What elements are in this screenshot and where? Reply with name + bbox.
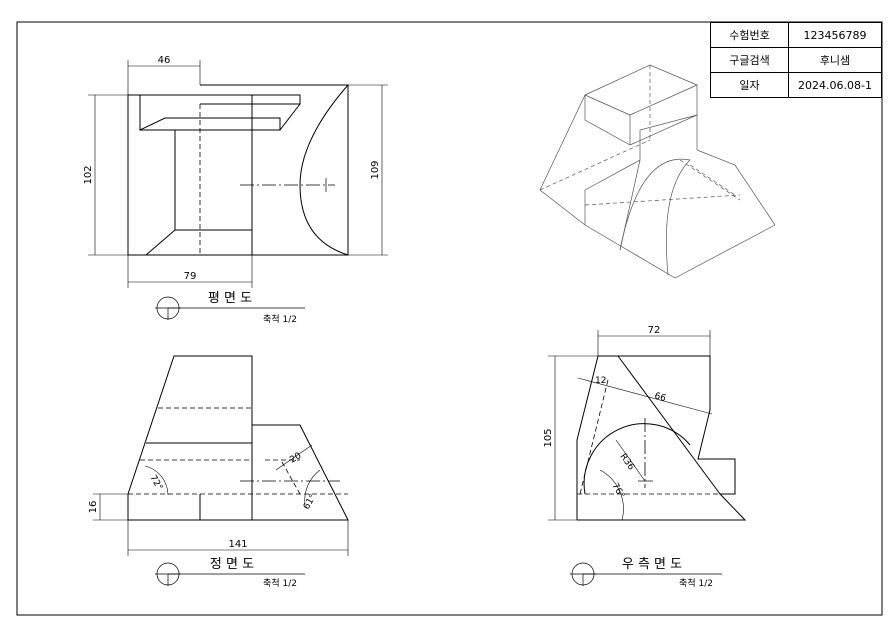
side-hidden-2: [579, 379, 609, 495]
plan-scale: 축척 1/2: [263, 314, 297, 325]
exam-number-label: 수험번호: [710, 22, 789, 48]
iso-top-edge-2: [584, 94, 631, 116]
plan-dim-102-text: 102: [83, 165, 94, 184]
title-block-row: 수험번호 123456789: [710, 22, 882, 48]
front-dim-16-text: 16: [88, 501, 99, 514]
iso-arch: [619, 158, 691, 276]
date-label: 일자: [710, 72, 789, 98]
iso-front-face: [584, 114, 698, 191]
side-outline: [576, 355, 747, 521]
front-dim-20-line: [275, 444, 313, 471]
plan-inner-chamfer: [145, 229, 176, 256]
plan-dim-109-text: 109: [370, 160, 381, 179]
side-dim-r36-text: R36: [618, 452, 637, 472]
plan-slot: [139, 95, 281, 131]
isometric-view: [539, 64, 776, 279]
plan-curve: [299, 84, 349, 256]
side-dim-12-text: 12: [595, 376, 606, 386]
title-block: 수험번호 123456789 구글검색 후니샘 일자 2024.06.08-1: [710, 22, 882, 98]
side-dim-72-text: 72: [648, 325, 661, 336]
front-angle-61-text: 61°: [302, 493, 319, 512]
front-title: 정 면 도: [210, 557, 254, 572]
date-value: 2024.06.08-1: [788, 72, 882, 98]
iso-hidden-1: [539, 139, 651, 191]
iso-right-ramp: [696, 115, 776, 226]
side-title: 우 측 면 도: [622, 557, 682, 572]
iso-hidden-4: [679, 159, 741, 201]
side-dim-105-text: 105: [543, 428, 554, 447]
front-view: 72° 20 61° 16 141 정 면 도 축척 1/2: [88, 355, 349, 589]
iso-arch-edge: [619, 159, 641, 251]
front-hidden-4: [281, 461, 301, 495]
google-search-value: 후니샘: [788, 47, 882, 73]
front-dim-20-text: 20: [288, 451, 303, 466]
side-dim-66-text: 66: [653, 391, 667, 404]
plan-dim-46-text: 46: [158, 55, 171, 66]
title-block-row: 구글검색 후니샘: [710, 47, 882, 73]
side-angle-76-arc: [599, 469, 624, 521]
front-scale: 축척 1/2: [263, 578, 297, 589]
plan-title: 평 면 도: [208, 291, 252, 306]
plan-outline: [127, 94, 253, 256]
side-slant-edge: [617, 355, 721, 495]
plan-view: 46 102 109 79 평 면 도 축척 1/2: [83, 55, 388, 325]
iso-top-block: [584, 64, 698, 146]
side-arc: [583, 423, 691, 495]
right-side-view: 72 105 12 66 R36 76° 우 측 면 도 축척 1/2: [543, 325, 747, 589]
front-outline: [127, 355, 349, 521]
front-dim-141-text: 141: [228, 539, 247, 550]
plan-dim-79-text: 79: [184, 271, 197, 282]
iso-left-face: [539, 94, 586, 226]
front-angle-72-arc: [144, 465, 169, 496]
plan-flange: [200, 94, 301, 105]
side-dim-r36-line: [615, 439, 646, 482]
iso-bottom: [584, 224, 776, 279]
iso-hidden-3: [584, 194, 741, 206]
side-angle-76-text: 76°: [609, 482, 626, 501]
google-search-label: 구글검색: [710, 47, 789, 73]
side-scale: 축척 1/2: [679, 578, 713, 589]
front-angle-61-arc: [304, 469, 321, 506]
title-block-row: 일자 2024.06.08-1: [710, 72, 882, 98]
side-dim-slant-line: [577, 377, 713, 415]
sheet-border: [16, 21, 883, 616]
iso-top-edge-3: [629, 84, 698, 116]
plan-top-bar: [200, 84, 349, 256]
exam-number-value: 123456789: [788, 22, 882, 48]
iso-hidden-5: [689, 164, 736, 196]
plan-flange-slope: [279, 103, 301, 131]
